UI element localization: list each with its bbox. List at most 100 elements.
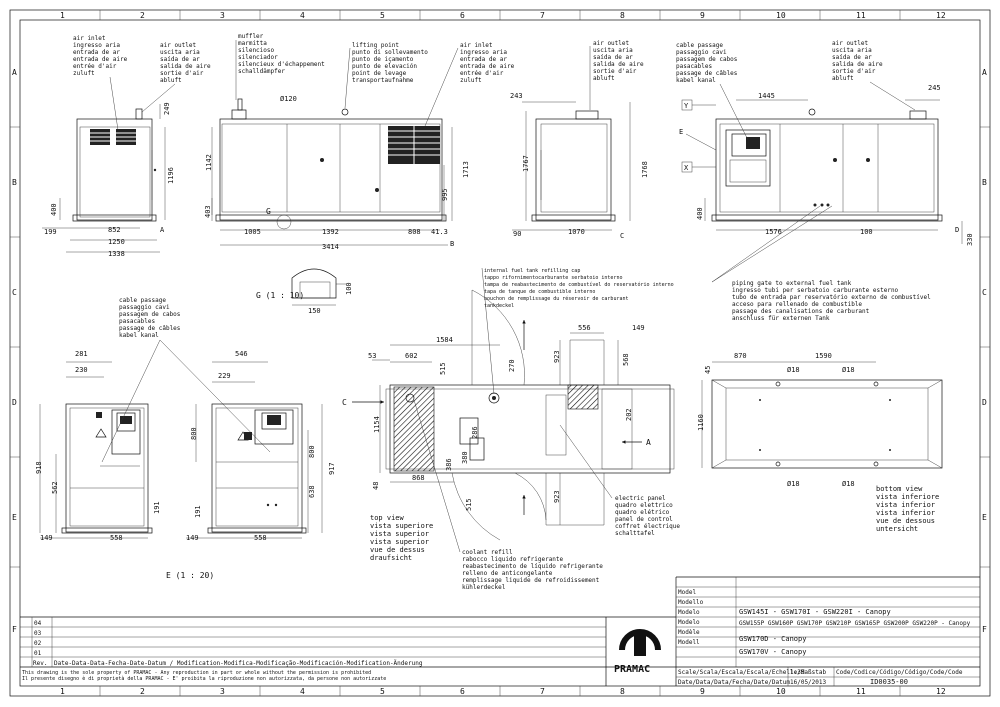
callout-line: passage de câbles	[119, 325, 181, 332]
dim-label: 400	[50, 203, 58, 216]
row-label: C	[982, 288, 987, 297]
view-title-line: untersicht	[876, 525, 918, 533]
callout-line: cable passage	[119, 297, 166, 304]
dim-label: 556	[578, 324, 591, 332]
notice-line: Il presente disegno è di proprietà della…	[22, 675, 386, 682]
dim-label: 1392	[322, 228, 339, 236]
dim-label: 1160	[697, 414, 705, 431]
model-name: GSW155P GSW160P GSW170P GSW210P GSW165P …	[739, 620, 971, 627]
view-marker: X	[684, 164, 689, 172]
dim-label: 90	[513, 230, 521, 238]
col-label: 7	[540, 11, 545, 20]
callout-line: punto de elevación	[352, 63, 417, 70]
callout-line: uscita aria	[832, 47, 872, 54]
top-view: C A	[342, 289, 675, 541]
dim-label: 191	[153, 501, 161, 514]
callout-line: sortie d'air	[160, 70, 204, 77]
dim-label: 1142	[205, 154, 213, 171]
row-label: A	[12, 68, 17, 77]
dim-label: 558	[254, 534, 267, 542]
label-bottom-view: bottom view vista inferiore vista inferi…	[876, 485, 939, 533]
side-view-right	[711, 108, 943, 222]
view-title-line: vista inferior	[876, 509, 935, 517]
dim-label: 100	[345, 282, 353, 295]
row-label: F	[982, 625, 987, 634]
dim-label: 386	[445, 458, 453, 471]
view-title-line: vista inferior	[876, 501, 935, 509]
code-label: Code/Codice/Código/Código/Code/Code	[836, 669, 963, 676]
g-detail: 100 150 G (1 : 10)	[256, 268, 353, 315]
callout-line: zuluft	[460, 77, 482, 84]
view-marker: G	[266, 207, 271, 216]
dims-e-detail-left: 281 230 918 562 191 149 558	[35, 350, 161, 542]
dim-label: 918	[35, 461, 43, 474]
callout-line: entrada de ar	[460, 56, 507, 63]
dim-label: Ø18	[787, 366, 800, 374]
callout-line: air inlet	[73, 35, 106, 42]
dim-label: 245	[928, 84, 941, 92]
code-value: ID0035-00	[870, 678, 908, 686]
callout-fuel-tank: internal fuel tank refilling cap tappo r…	[481, 267, 674, 395]
view-title-line: vue de dessus	[370, 546, 425, 554]
label-top-view: top view vista superiore vista superior …	[370, 514, 433, 562]
dim-label: 562	[51, 481, 59, 494]
view-marker: C	[342, 398, 347, 407]
dim-label: 1250	[108, 238, 125, 246]
dim-label: Ø18	[842, 366, 855, 374]
view-marker: A	[160, 226, 165, 234]
dim-label: 546	[235, 350, 248, 358]
callout-line: reabastecimento de líquido refrigerante	[462, 563, 603, 570]
dim-label: 48	[372, 482, 380, 490]
dim-label: Ø18	[842, 480, 855, 488]
callout-line: ingresso tubi per serbatoio carburante e…	[732, 287, 899, 294]
end-view-right	[531, 110, 616, 222]
row-label: B	[12, 178, 17, 187]
dim-label: 602	[405, 352, 418, 360]
callout-line: uscita aria	[160, 49, 200, 56]
callout-air-inlet-center: air inlet ingresso aria entrada de ar en…	[424, 42, 515, 127]
dim-label: Ø18	[787, 480, 800, 488]
callout-line: punto di sollevamento	[352, 49, 428, 56]
callout-line: rabocco liquido refrigerante	[462, 556, 564, 563]
view-marker: D	[955, 226, 959, 234]
dim-label: 150	[308, 307, 321, 315]
dim-label: 1590	[815, 352, 832, 360]
dim-label: 45	[704, 366, 712, 374]
dim-label: 41.3	[431, 228, 448, 236]
callout-line: anschluss für externen Tank	[732, 315, 830, 322]
callout-line: saída de ar	[160, 56, 200, 63]
dims-bottom-view: 870 1590 45 Ø18 Ø18 1160 Ø18 Ø18	[697, 352, 876, 488]
end-view-left	[72, 108, 157, 222]
dims-side-view-right: Y 1445 245 E X 400 1576 100 330 D	[679, 84, 974, 246]
model-label: Modelo	[678, 619, 700, 626]
view-title-line: draufsicht	[370, 554, 412, 562]
revision-header: Rev.	[33, 660, 47, 667]
col-label: 10	[776, 687, 786, 696]
callout-piping-gate: piping gate to external fuel tank ingres…	[711, 205, 931, 322]
col-label: 3	[220, 687, 225, 696]
detail-title: E (1 : 20)	[166, 571, 214, 580]
model-label: Model	[678, 589, 696, 596]
dim-label: 923	[553, 490, 561, 503]
dim-label: 229	[218, 372, 231, 380]
col-label: 6	[460, 11, 465, 20]
callout-line: passage des canalisations de carburant	[732, 308, 870, 315]
callout-line: silencioso	[238, 47, 275, 54]
col-label: 8	[620, 11, 625, 20]
dim-label: 400	[696, 207, 704, 220]
callout-line: tappo rifornimentocarburante serbatoio i…	[484, 275, 622, 281]
dim-label: 380	[461, 451, 469, 464]
revision-number: 03	[34, 630, 42, 637]
callout-coolant-refill: coolant refill rabocco liquido refrigera…	[413, 399, 603, 591]
dim-label: 1768	[641, 161, 649, 178]
callout-line: passagem de cabos	[119, 311, 181, 318]
col-label: 3	[220, 11, 225, 20]
revision-columns: Date-Data-Data-Fecha-Date-Datum / Modifi…	[54, 660, 423, 667]
callout-line: air inlet	[460, 42, 493, 49]
callout-air-outlet-1: air outlet uscita aria saída de ar salid…	[141, 42, 211, 113]
callout-line: lifting point	[352, 42, 399, 49]
callout-line: entrada de aire	[460, 63, 515, 70]
pramac-logo: PRAMAC	[614, 629, 661, 675]
dim-label: 149	[632, 324, 645, 332]
row-label: A	[982, 68, 987, 77]
